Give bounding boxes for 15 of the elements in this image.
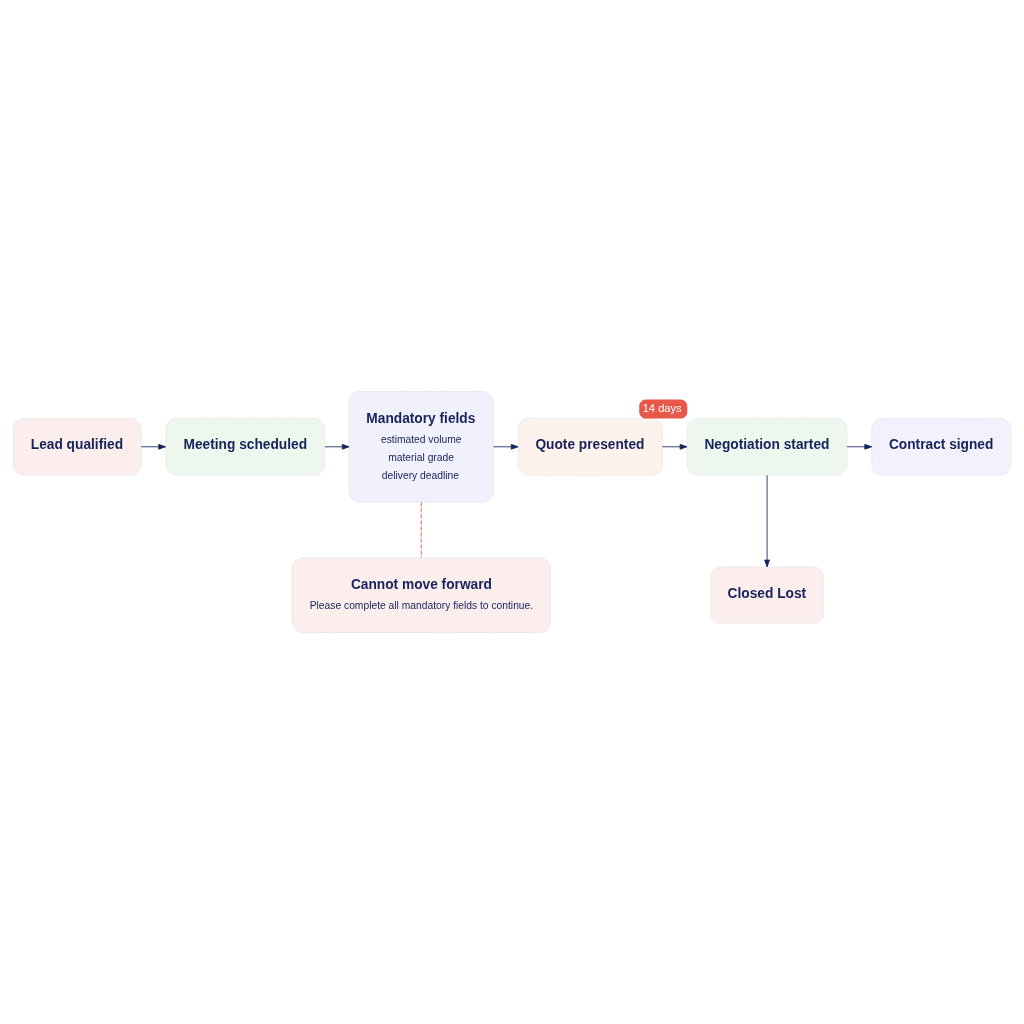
node-box: Contract signed xyxy=(871,418,1012,476)
node-box: Meeting scheduled xyxy=(165,418,326,476)
node-box: Mandatory fields estimated volume material grade delivery deadline xyxy=(348,391,494,503)
connector xyxy=(420,501,422,559)
arrow xyxy=(324,443,350,450)
arrow xyxy=(846,443,873,450)
node-box: Lead qualified xyxy=(12,418,142,476)
arrow xyxy=(662,443,688,450)
node-box: Cannot move forward Please complete all mandatory fields to continue. xyxy=(291,557,551,633)
node-label: 14 days xyxy=(642,401,682,414)
arrow xyxy=(764,474,770,568)
arrow xyxy=(493,443,519,450)
node-box: Quote presented xyxy=(517,418,663,476)
arrow xyxy=(140,443,167,450)
node-box: Closed Lost xyxy=(710,566,825,624)
